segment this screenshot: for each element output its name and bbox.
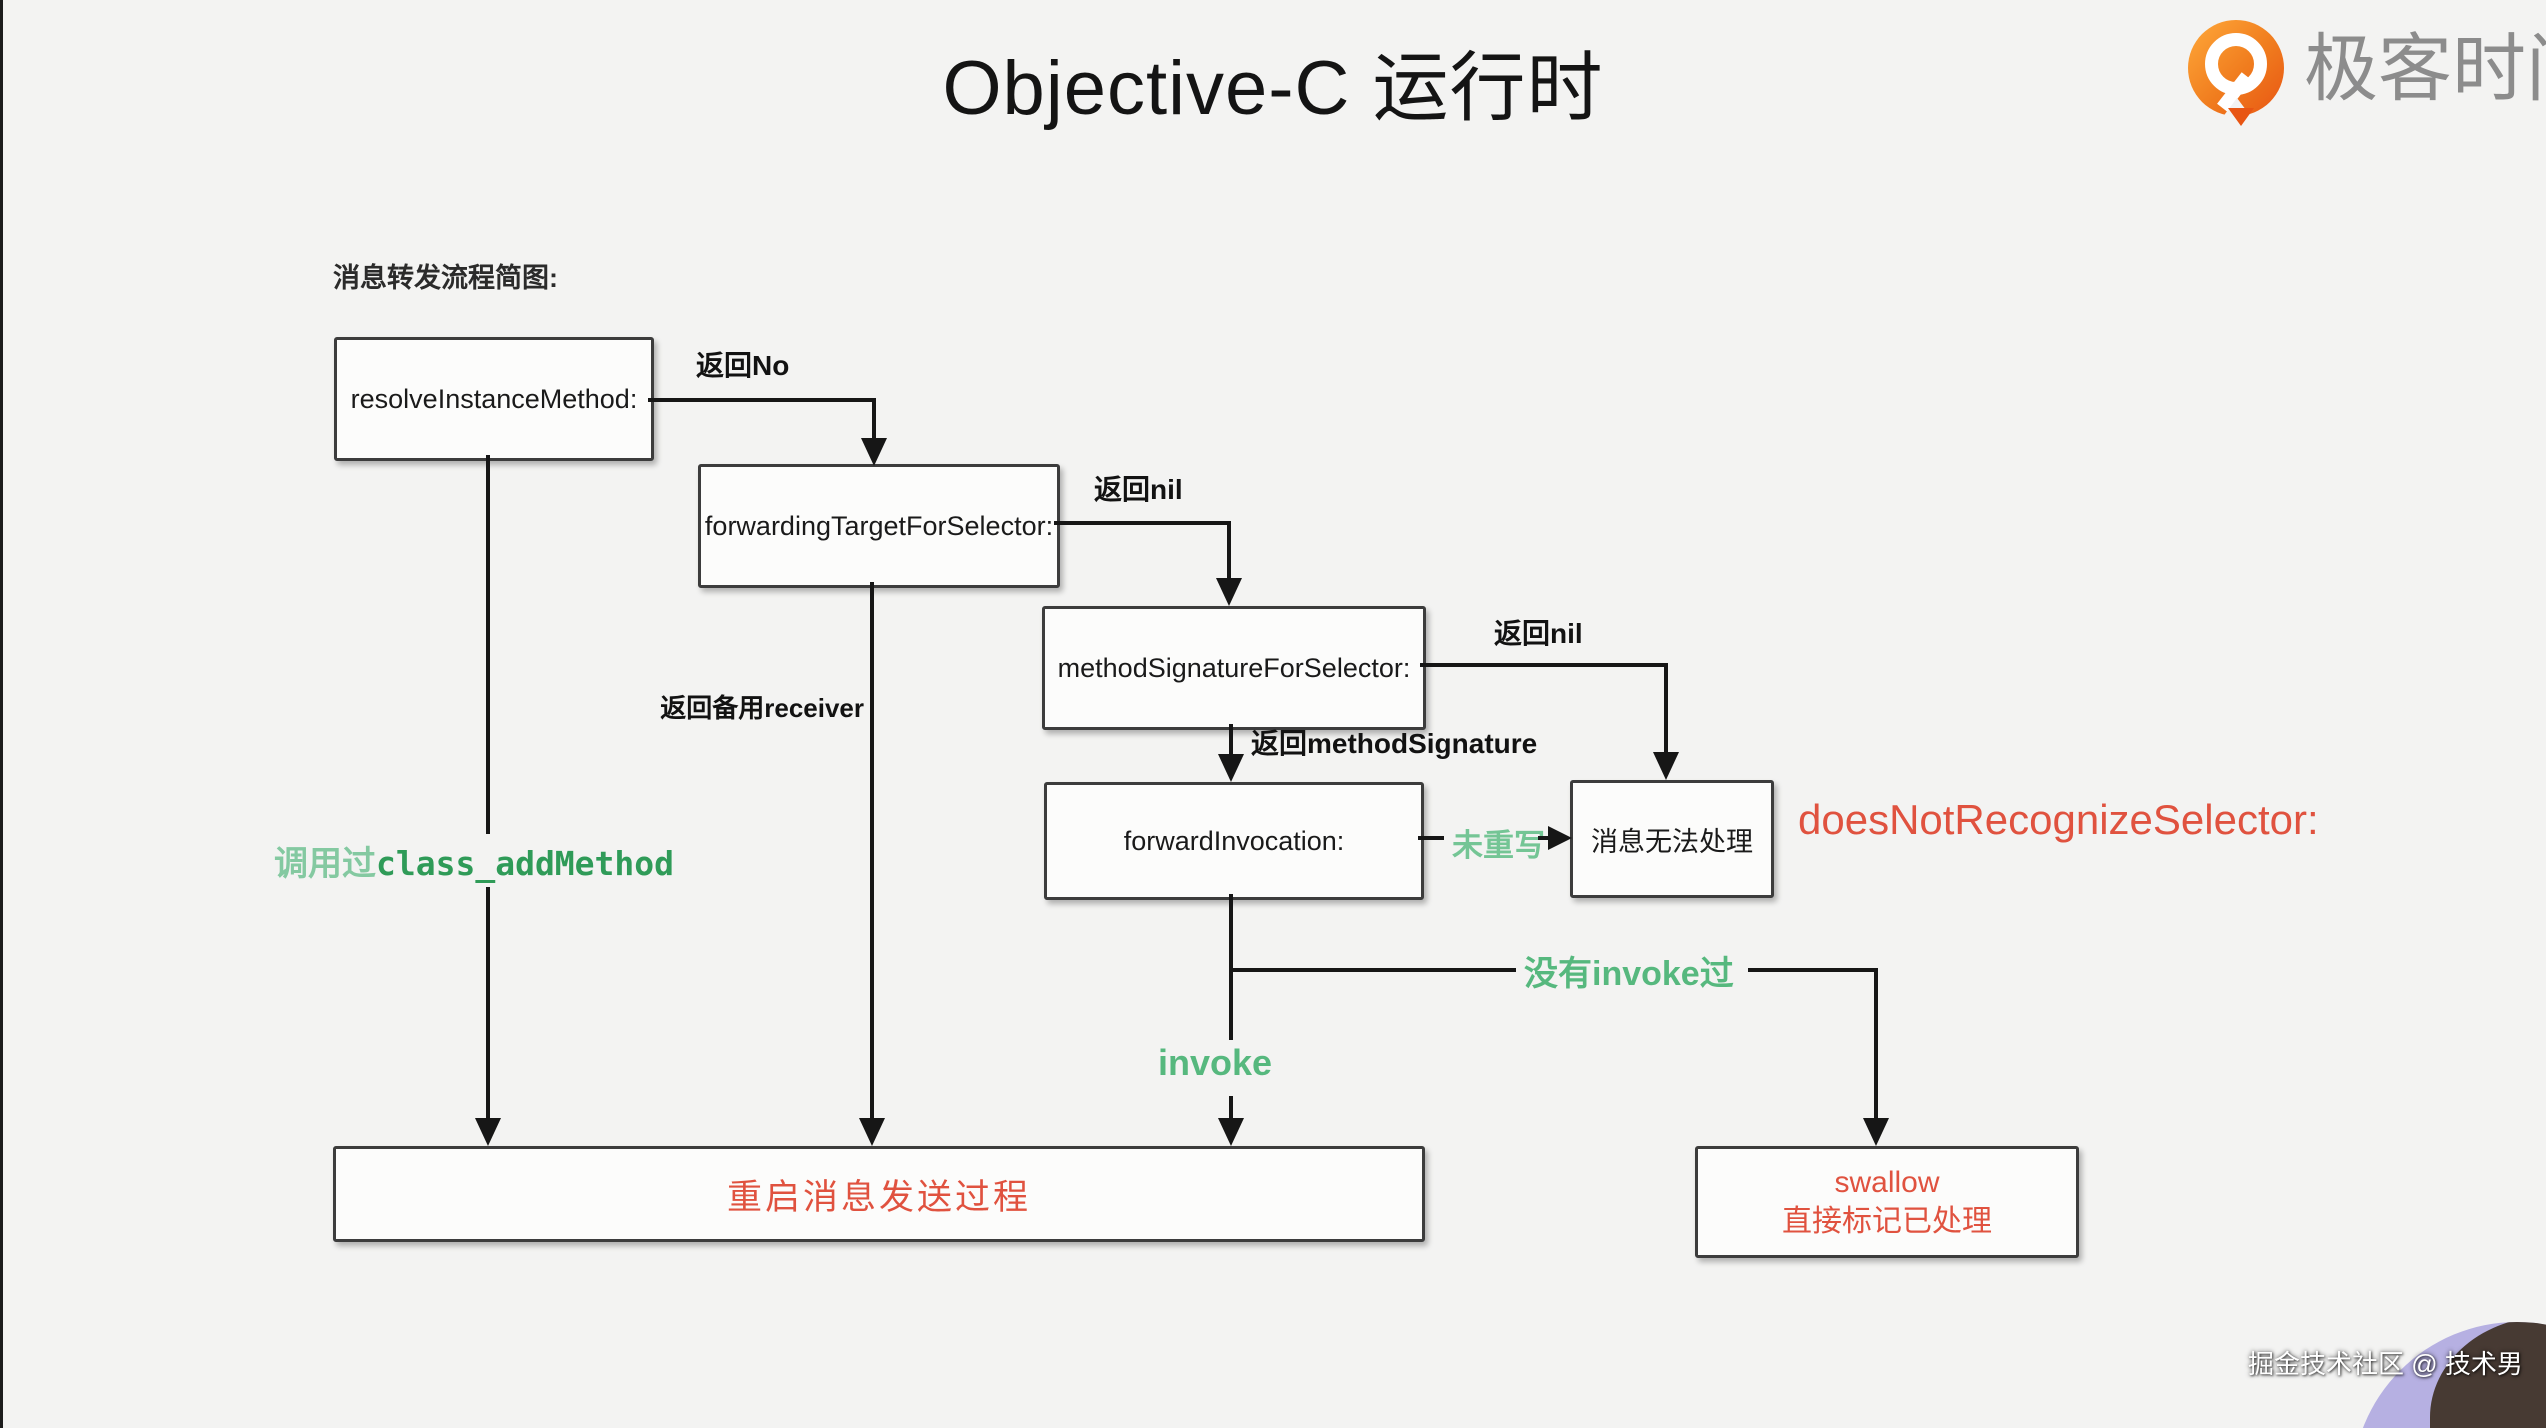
edge-return-no-line xyxy=(872,398,876,440)
edge-label-not-overridden: 未重写 xyxy=(1452,828,1545,863)
flow-caption: 消息转发流程简图: xyxy=(333,263,558,293)
flow-node-message-unhandled: 消息无法处理 xyxy=(1570,780,1774,898)
edge-class-add-method-line xyxy=(486,455,490,1120)
geektime-logo-icon xyxy=(2188,20,2286,126)
called-prefix: 调用过 xyxy=(274,845,376,883)
edge-invoke-branch-line xyxy=(1229,894,1233,972)
edge-no-invoke-line xyxy=(1748,968,1878,972)
arrow-down-icon xyxy=(475,1118,501,1146)
edge-return-nil-line xyxy=(1227,521,1231,580)
flow-node-resolve-instance-method: resolveInstanceMethod: xyxy=(334,337,654,461)
page-title: Objective-C 运行时 xyxy=(942,46,1604,131)
flow-node-restart-message-send: 重启消息发送过程 xyxy=(333,1146,1425,1242)
flow-node-forward-invocation: forwardInvocation: xyxy=(1044,782,1424,900)
left-edge-strip xyxy=(0,0,3,1428)
brand-name: 极客时间 xyxy=(2304,27,2546,110)
edge-no-invoke-line xyxy=(1229,968,1516,972)
flow-node-swallow: swallow 直接标记已处理 xyxy=(1695,1146,2079,1258)
edge-label-return-backup-receiver: 返回备用receiver xyxy=(660,693,864,723)
arrow-down-icon xyxy=(1863,1118,1889,1146)
edge-label-return-nil: 返回nil xyxy=(1094,474,1183,505)
flow-node-forwarding-target-for-selector: forwardingTargetForSelector: xyxy=(698,464,1060,588)
edge-label-no-invoke: 没有invoke过 xyxy=(1524,955,1734,993)
edge-invoke-line xyxy=(1229,968,1233,1040)
edge-return-nil2-line xyxy=(1420,663,1668,667)
edge-label-invoke: invoke xyxy=(1158,1042,1273,1083)
arrow-right-icon xyxy=(1548,826,1572,850)
arrow-down-icon xyxy=(861,438,887,466)
arrow-down-icon xyxy=(1653,752,1679,780)
flow-node-method-signature-for-selector: methodSignatureForSelector: xyxy=(1042,606,1426,730)
does-not-recognize-selector-label: doesNotRecognizeSelector: xyxy=(1798,796,2319,843)
edge-label-return-method-signature: 返回methodSignature xyxy=(1251,728,1538,759)
edge-return-nil-line xyxy=(1054,521,1231,525)
arrow-down-icon xyxy=(1216,578,1242,606)
arrow-down-icon xyxy=(1218,754,1244,782)
edge-not-overridden-line xyxy=(1538,836,1550,840)
brand-logo: 极客时间 xyxy=(2188,20,2546,126)
edge-return-no-line xyxy=(648,398,876,402)
arrow-down-icon xyxy=(859,1118,885,1146)
edge-invoke-line xyxy=(1229,1096,1233,1120)
edge-label-return-no: 返回No xyxy=(696,350,790,381)
edge-method-signature-line xyxy=(1229,724,1233,756)
swallow-label-line1: swallow xyxy=(1834,1166,1940,1199)
edge-return-nil2-line xyxy=(1664,663,1668,754)
swallow-label-line2: 直接标记已处理 xyxy=(1782,1205,1992,1238)
edge-not-overridden-line xyxy=(1418,836,1444,840)
edge-label-called-class-add-method: 调用过class_addMethod xyxy=(266,834,683,887)
called-code: class_addMethod xyxy=(376,844,675,883)
edge-no-invoke-line xyxy=(1874,968,1878,1120)
arrow-down-icon xyxy=(1218,1118,1244,1146)
watermark-text: 掘金技术社区 @ 技术男 xyxy=(2248,1349,2523,1379)
edge-label-return-nil2: 返回nil xyxy=(1494,618,1583,649)
edge-backup-receiver-line xyxy=(870,582,874,1120)
